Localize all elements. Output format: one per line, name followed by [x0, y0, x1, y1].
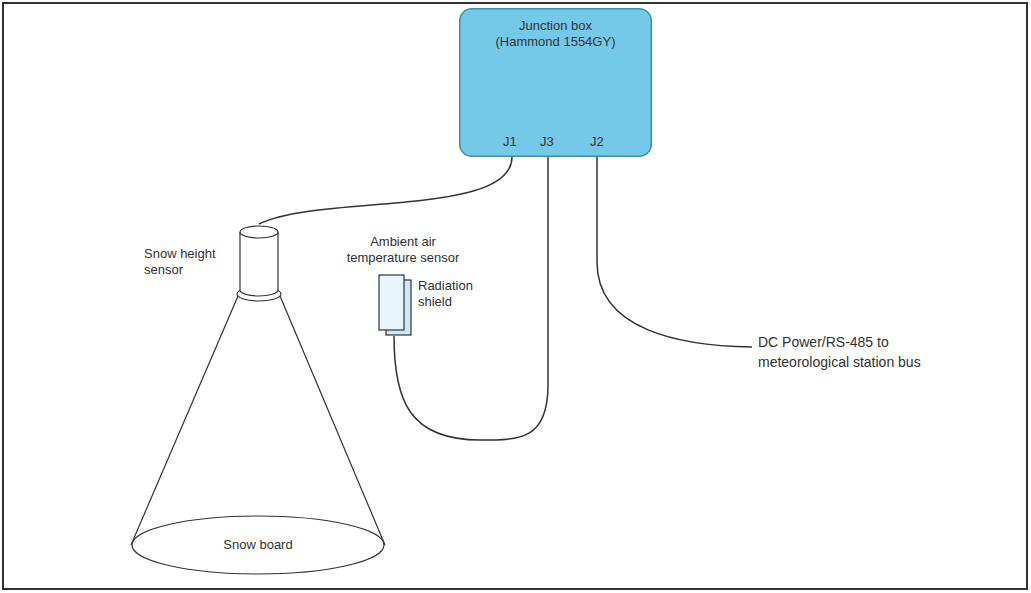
node-title: Snow height sensor	[144, 246, 224, 278]
cable-connector	[259, 157, 512, 224]
node-title: Snow board	[131, 537, 385, 553]
board-ellipse	[132, 516, 384, 574]
snow-height-sensor: Snow height sensor	[236, 224, 282, 302]
sensor-body	[240, 232, 278, 296]
bus-note: DC Power/RS-485 to meteorological statio…	[758, 332, 958, 372]
snow-height-sensor-outline	[236, 224, 282, 302]
node-title: Junction box (Hammond 1554GY)	[490, 18, 621, 50]
sensor-plate	[379, 275, 404, 330]
cable-connector	[394, 157, 548, 440]
junction-box: Junction box (Hammond 1554GY)	[459, 8, 652, 157]
bus-cable	[597, 157, 752, 347]
node-title: Ambient air temperature sensor	[338, 234, 468, 266]
node-subtitle: Radiation shield	[418, 278, 490, 310]
temperature-sensor: Ambient air temperature sensorRadiation …	[378, 274, 412, 336]
sensor-top	[240, 226, 278, 238]
temperature-sensor-outline	[378, 274, 412, 336]
sensor-beam-line	[280, 296, 385, 545]
snow-board: Snow board	[131, 515, 385, 575]
frame-border	[3, 3, 1027, 589]
sensor-beam-line	[131, 296, 238, 545]
box-body	[460, 9, 652, 157]
